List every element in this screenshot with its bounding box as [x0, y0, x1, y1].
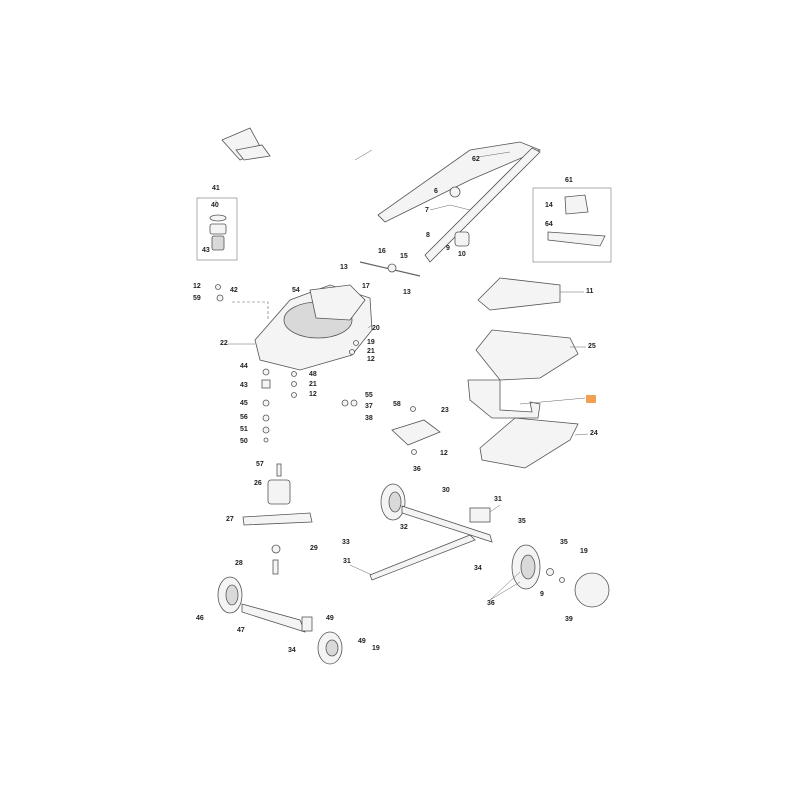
callout-label: 51	[240, 426, 248, 433]
callout-label: 55	[365, 392, 373, 399]
axle-30	[401, 505, 493, 543]
adapter-part	[267, 479, 291, 505]
hubcap-39	[574, 572, 610, 608]
callout-label: 13	[403, 289, 411, 296]
callout-label: 19	[372, 645, 380, 652]
callout-label: 27	[226, 516, 234, 523]
callout-label: 31	[343, 558, 351, 565]
callout-label: 46	[196, 615, 204, 622]
callout-label: 10	[458, 251, 466, 258]
callout-label: 48	[309, 371, 317, 378]
callout-label: 56	[240, 414, 248, 421]
callout-label: 29	[310, 545, 318, 552]
callout-label: 9	[446, 245, 450, 252]
callout-label: 8	[426, 232, 430, 239]
callout-label: 40	[211, 202, 219, 209]
callout-label: 13	[340, 264, 348, 271]
blade-part-27	[242, 512, 313, 526]
callout-label: 9	[540, 591, 544, 598]
callout-label: 12	[193, 283, 201, 290]
callout-label: 57	[256, 461, 264, 468]
callout-label: 34	[474, 565, 482, 572]
callout-label: 43	[240, 382, 248, 389]
grassbag-top	[477, 277, 561, 311]
callout-label: 33	[342, 539, 350, 546]
callout-label: 22	[220, 340, 228, 347]
callout-label: 35	[518, 518, 526, 525]
callout-label: 12	[440, 450, 448, 457]
callout-label: 21	[309, 381, 317, 388]
callout-label: 64	[545, 221, 553, 228]
callout-label: 45	[240, 400, 248, 407]
callout-label-highlighted: 60	[586, 395, 596, 403]
callout-label: 61	[565, 177, 573, 184]
callout-label: 17	[362, 283, 370, 290]
callout-label: 62	[472, 156, 480, 163]
callout-label: 43	[202, 247, 210, 254]
callout-label: 54	[292, 287, 300, 294]
callout-label: 37	[365, 403, 373, 410]
callout-label: 6	[434, 188, 438, 195]
callout-label: 24	[590, 430, 598, 437]
callout-label: 36	[487, 600, 495, 607]
plate-part-38	[391, 419, 441, 446]
callout-label: 21	[367, 348, 375, 355]
mulching-plug-part	[564, 194, 589, 215]
knob-part	[454, 231, 470, 247]
upper-handle	[377, 141, 542, 223]
front-axle-47	[241, 603, 306, 633]
callout-label: 16	[378, 248, 386, 255]
callout-label: 44	[240, 363, 248, 370]
blade-part-64	[547, 231, 606, 247]
callout-label: 7	[425, 207, 429, 214]
callout-label: 15	[400, 253, 408, 260]
callout-label: 31	[494, 496, 502, 503]
callout-label: 30	[442, 487, 450, 494]
callout-label: 50	[240, 438, 248, 445]
callout-label: 26	[254, 480, 262, 487]
callout-label: 25	[588, 343, 596, 350]
callout-label: 12	[367, 356, 375, 363]
callout-label: 42	[230, 287, 238, 294]
callout-label: 12	[309, 391, 317, 398]
callout-label: 19	[580, 548, 588, 555]
callout-label: 34	[288, 647, 296, 654]
callout-label: 23	[441, 407, 449, 414]
callout-label: 28	[235, 560, 243, 567]
callout-label: 14	[545, 202, 553, 209]
callout-label: 49	[326, 615, 334, 622]
callout-label: 58	[393, 401, 401, 408]
callout-label: 59	[193, 295, 201, 302]
callout-label: 19	[367, 339, 375, 346]
callout-label: 32	[400, 524, 408, 531]
grassbag-body	[475, 329, 579, 381]
callout-label: 49	[358, 638, 366, 645]
callout-label: 35	[560, 539, 568, 546]
callout-label: 47	[237, 627, 245, 634]
callout-label: 11	[586, 288, 594, 295]
grassbag-bottom	[479, 417, 579, 469]
callout-label: 20	[372, 325, 380, 332]
callout-label: 41	[212, 185, 220, 192]
lower-handle	[424, 147, 541, 263]
callout-label: 39	[565, 616, 573, 623]
callout-label: 36	[413, 466, 421, 473]
callout-label: 38	[365, 415, 373, 422]
grassbag-frame	[467, 379, 541, 419]
cable-clip-part	[449, 186, 461, 198]
axle-33	[369, 534, 476, 581]
handle-grip-part-2	[235, 144, 271, 161]
